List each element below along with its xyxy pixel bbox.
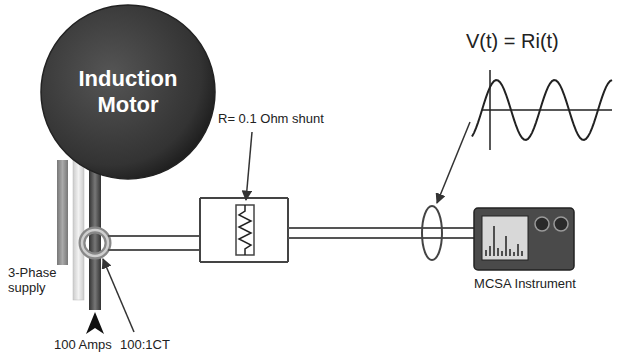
plot-axes: [482, 70, 612, 150]
instrument-case: [474, 208, 574, 270]
probe-ring: [422, 206, 442, 260]
sine-wave: [472, 80, 612, 140]
supply-cable: [89, 160, 101, 310]
spectrum-bar: [493, 226, 495, 256]
spectrum-bar: [509, 249, 511, 256]
spectrum-bar: [517, 244, 519, 256]
spectrum-bar: [497, 248, 499, 256]
spectrum-bar: [521, 251, 523, 256]
instrument-label: MCSA Instrument: [474, 276, 576, 296]
shunt-wiring: [200, 198, 288, 262]
current-arrow: [86, 312, 104, 334]
signal-cable: [288, 228, 478, 238]
instrument-knob: [535, 217, 549, 231]
leader-line: [437, 122, 470, 203]
spectrum-bar: [485, 250, 487, 256]
current-transformer: [82, 230, 108, 256]
motor-circle: Induction Motor: [40, 4, 216, 180]
motor-circle: [41, 5, 215, 179]
instrument-screen: [482, 216, 528, 260]
instrument-box: MCSA Instrument: [468, 206, 582, 296]
resistor-symbol: [236, 205, 254, 255]
supply-cable: [73, 160, 84, 300]
ct-label: 100:1CT: [120, 338, 170, 353]
leader-line: [246, 132, 252, 200]
spectrum-bar: [489, 246, 491, 256]
supply-label: 3-Phase supply: [8, 266, 72, 296]
resistor-symbol: [239, 205, 251, 255]
leader-line: [103, 259, 134, 332]
current-label: 100 Amps: [54, 338, 112, 353]
supply-cable: [57, 160, 68, 265]
instrument-knob: [554, 217, 568, 231]
motor-label: Induction Motor: [63, 66, 193, 119]
formula-label: V(t) = Ri(t): [466, 30, 559, 53]
spectrum-bar: [505, 236, 507, 256]
shunt-wiring: [232, 198, 258, 262]
spectrum-bar: [513, 252, 515, 256]
current-transformer: [82, 230, 108, 256]
ct-lead: [108, 236, 200, 250]
part-label: R= 0.1 Ohm shunt: [218, 112, 324, 127]
spectrum-bar: [501, 251, 503, 256]
